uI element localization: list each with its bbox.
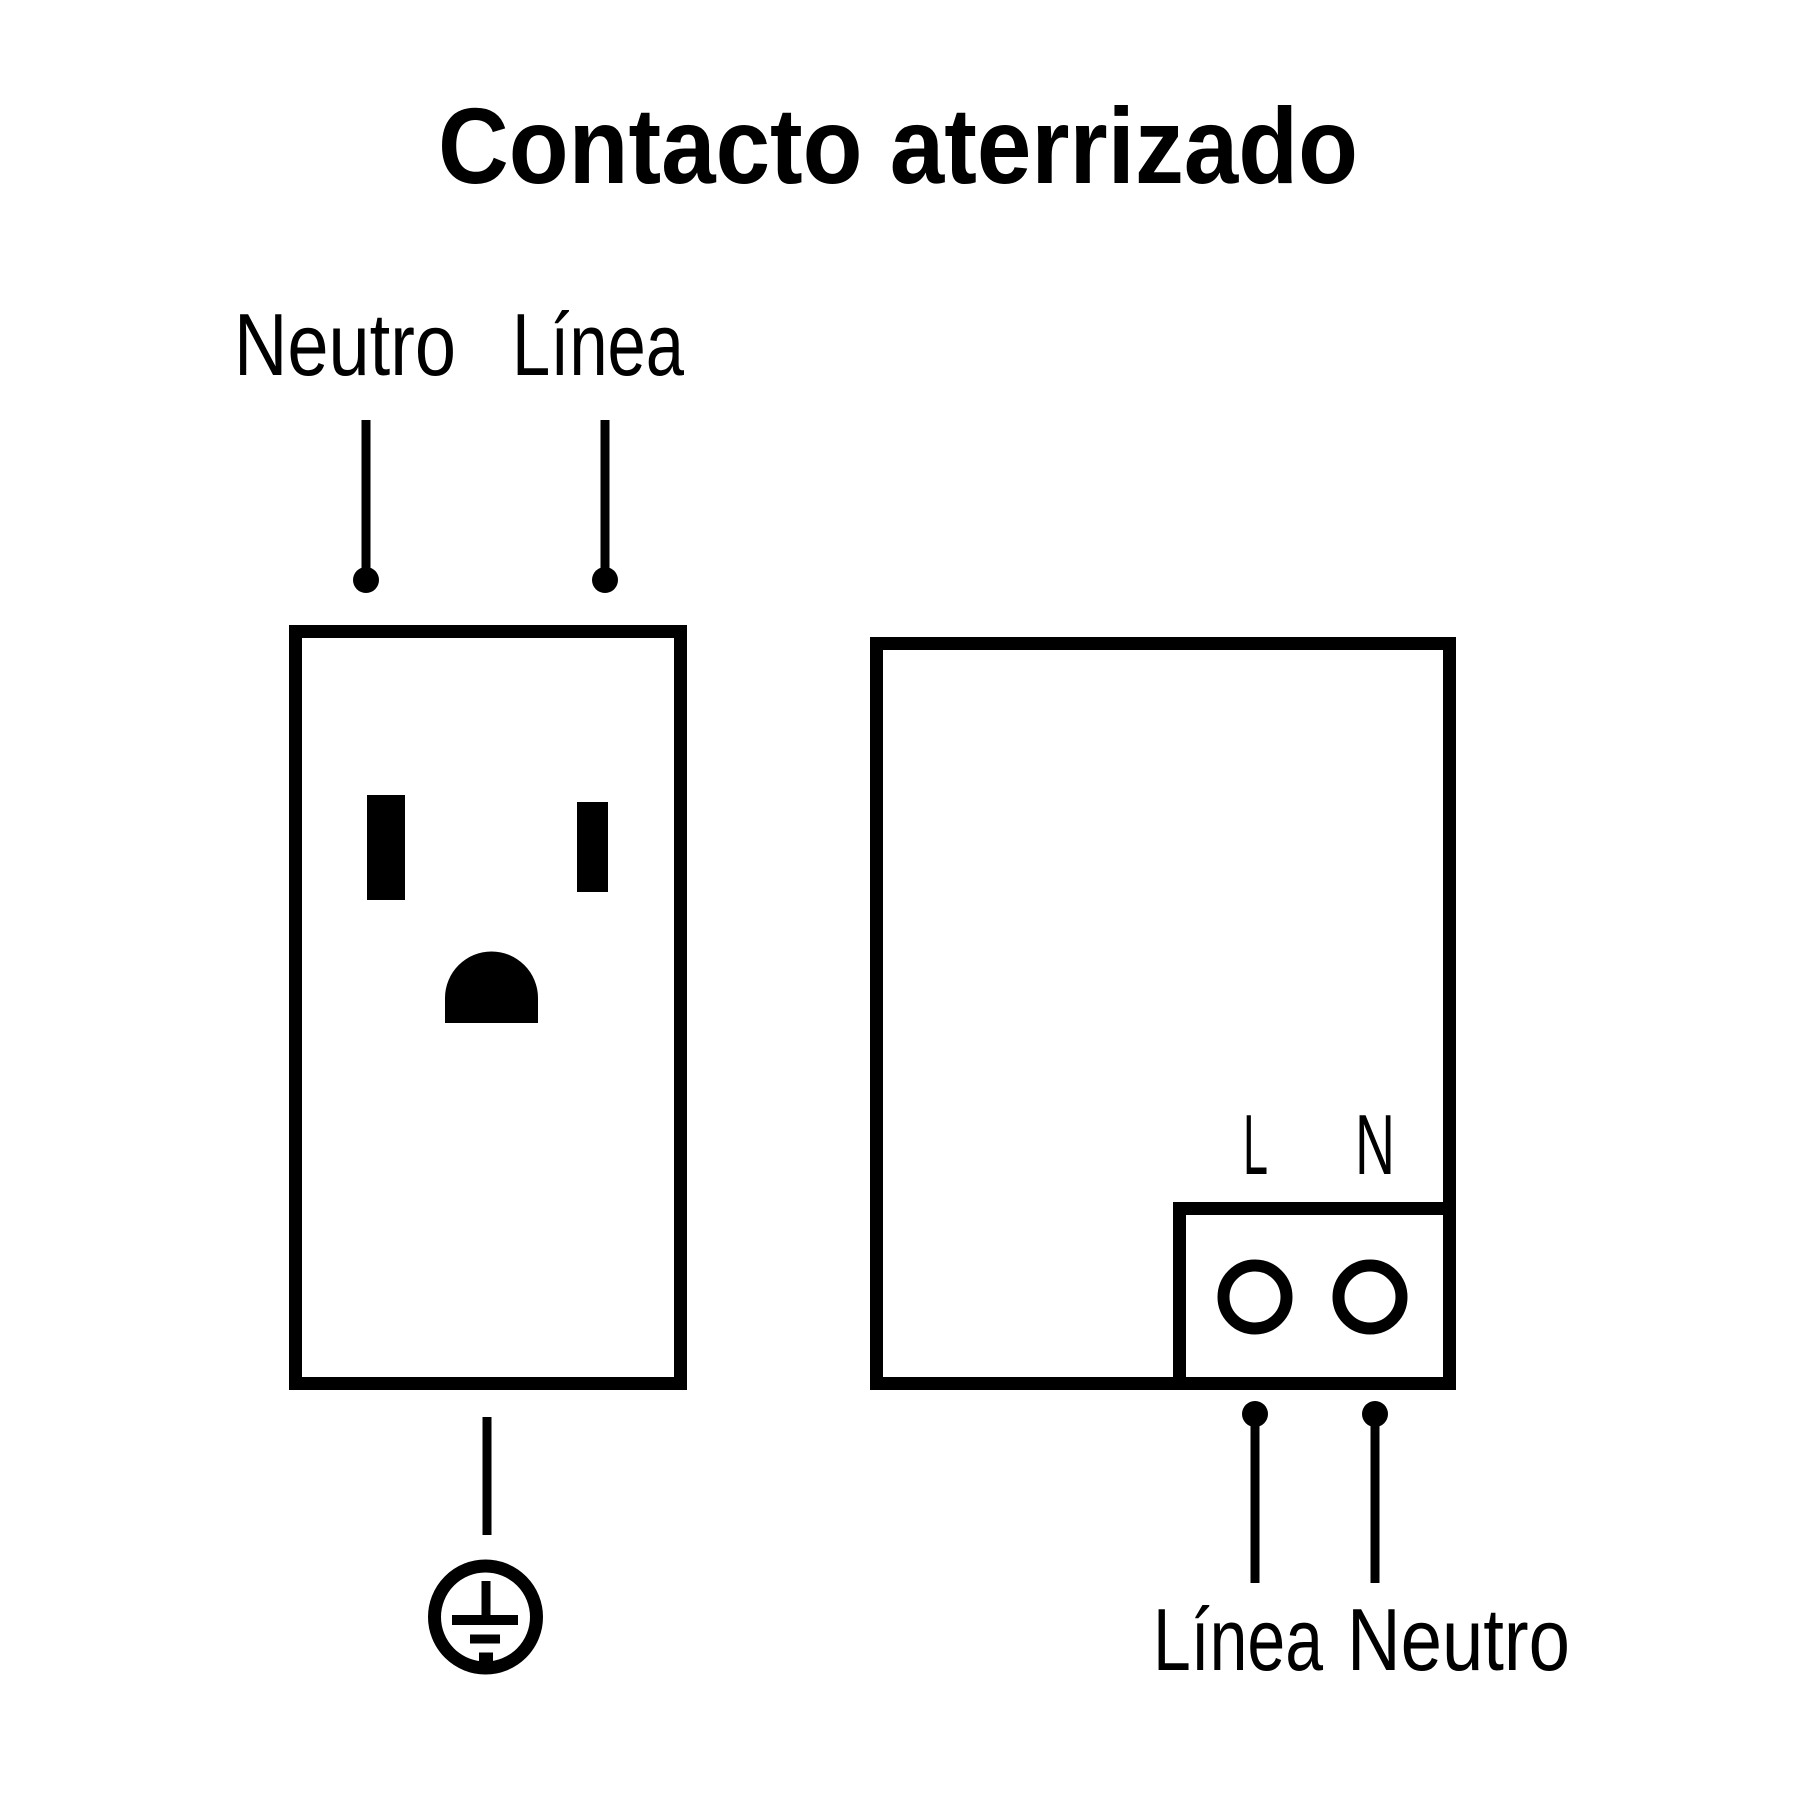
front-neutral-label: Neutro [234, 295, 456, 394]
front-line-label: Línea [512, 295, 684, 394]
terminal-l-label: L [1243, 1098, 1268, 1193]
line-wire-dot [592, 567, 618, 593]
protective-earth-icon [428, 1559, 543, 1675]
ground-slot [445, 951, 538, 1023]
line-slot [577, 802, 608, 892]
back-neutral-label: Neutro [1347, 1590, 1570, 1689]
terminal-n-label: N [1355, 1098, 1395, 1193]
terminal-hole-n [1332, 1259, 1408, 1335]
earth-icon-circle [428, 1559, 543, 1675]
outlet-front-body [289, 625, 687, 1390]
back-line-label: Línea [1153, 1590, 1323, 1689]
neutral-slot [367, 795, 405, 900]
outlet-back-body [870, 637, 1456, 1390]
neutral-wire-dot [353, 567, 379, 593]
terminal-box [1173, 1202, 1456, 1390]
page-title: Contacto aterrizado [438, 85, 1358, 206]
terminal-hole-l [1217, 1259, 1293, 1335]
